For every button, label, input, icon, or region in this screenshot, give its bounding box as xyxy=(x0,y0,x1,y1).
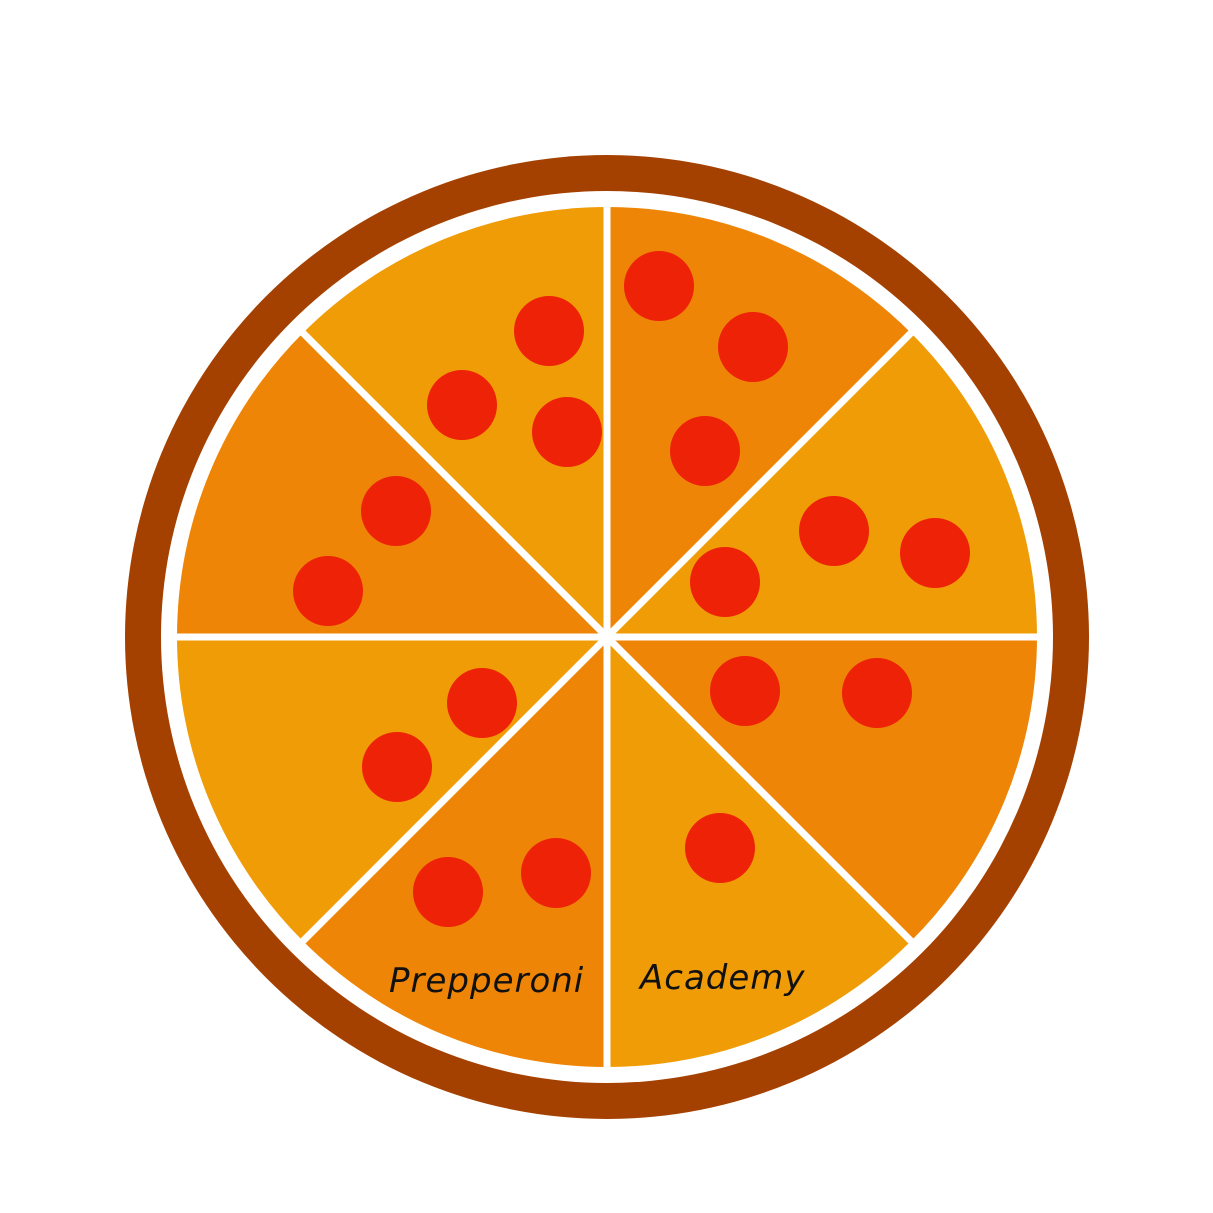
slice-divider xyxy=(299,634,610,945)
slice-top-right xyxy=(607,207,912,637)
slice-bottom-left xyxy=(302,637,607,1067)
logo-word-left: Prepperoni xyxy=(389,961,584,1001)
pepperoni xyxy=(293,556,363,626)
pepperoni xyxy=(690,547,760,617)
slice-divider xyxy=(299,329,610,640)
slice-dividers xyxy=(175,205,1039,1069)
slice-divider xyxy=(604,329,915,640)
logo-word-right: Academy xyxy=(638,958,806,998)
pepperoni xyxy=(670,416,740,486)
pepperoni xyxy=(710,656,780,726)
slice-divider xyxy=(604,634,915,945)
pepperoni-toppings xyxy=(293,251,970,927)
pepperoni xyxy=(514,296,584,366)
pepperoni xyxy=(413,857,483,927)
pepperoni xyxy=(685,813,755,883)
pepperoni xyxy=(900,518,970,588)
pepperoni xyxy=(532,397,602,467)
slice-bottom-right xyxy=(607,637,912,1067)
pepperoni xyxy=(521,838,591,908)
pepperoni xyxy=(842,658,912,728)
slice-right-lower xyxy=(607,637,1037,942)
pepperoni xyxy=(624,251,694,321)
pepperoni xyxy=(362,732,432,802)
pepperoni xyxy=(447,668,517,738)
pepperoni xyxy=(361,476,431,546)
pepperoni xyxy=(427,370,497,440)
pepperoni xyxy=(718,312,788,382)
pepperoni xyxy=(799,496,869,566)
